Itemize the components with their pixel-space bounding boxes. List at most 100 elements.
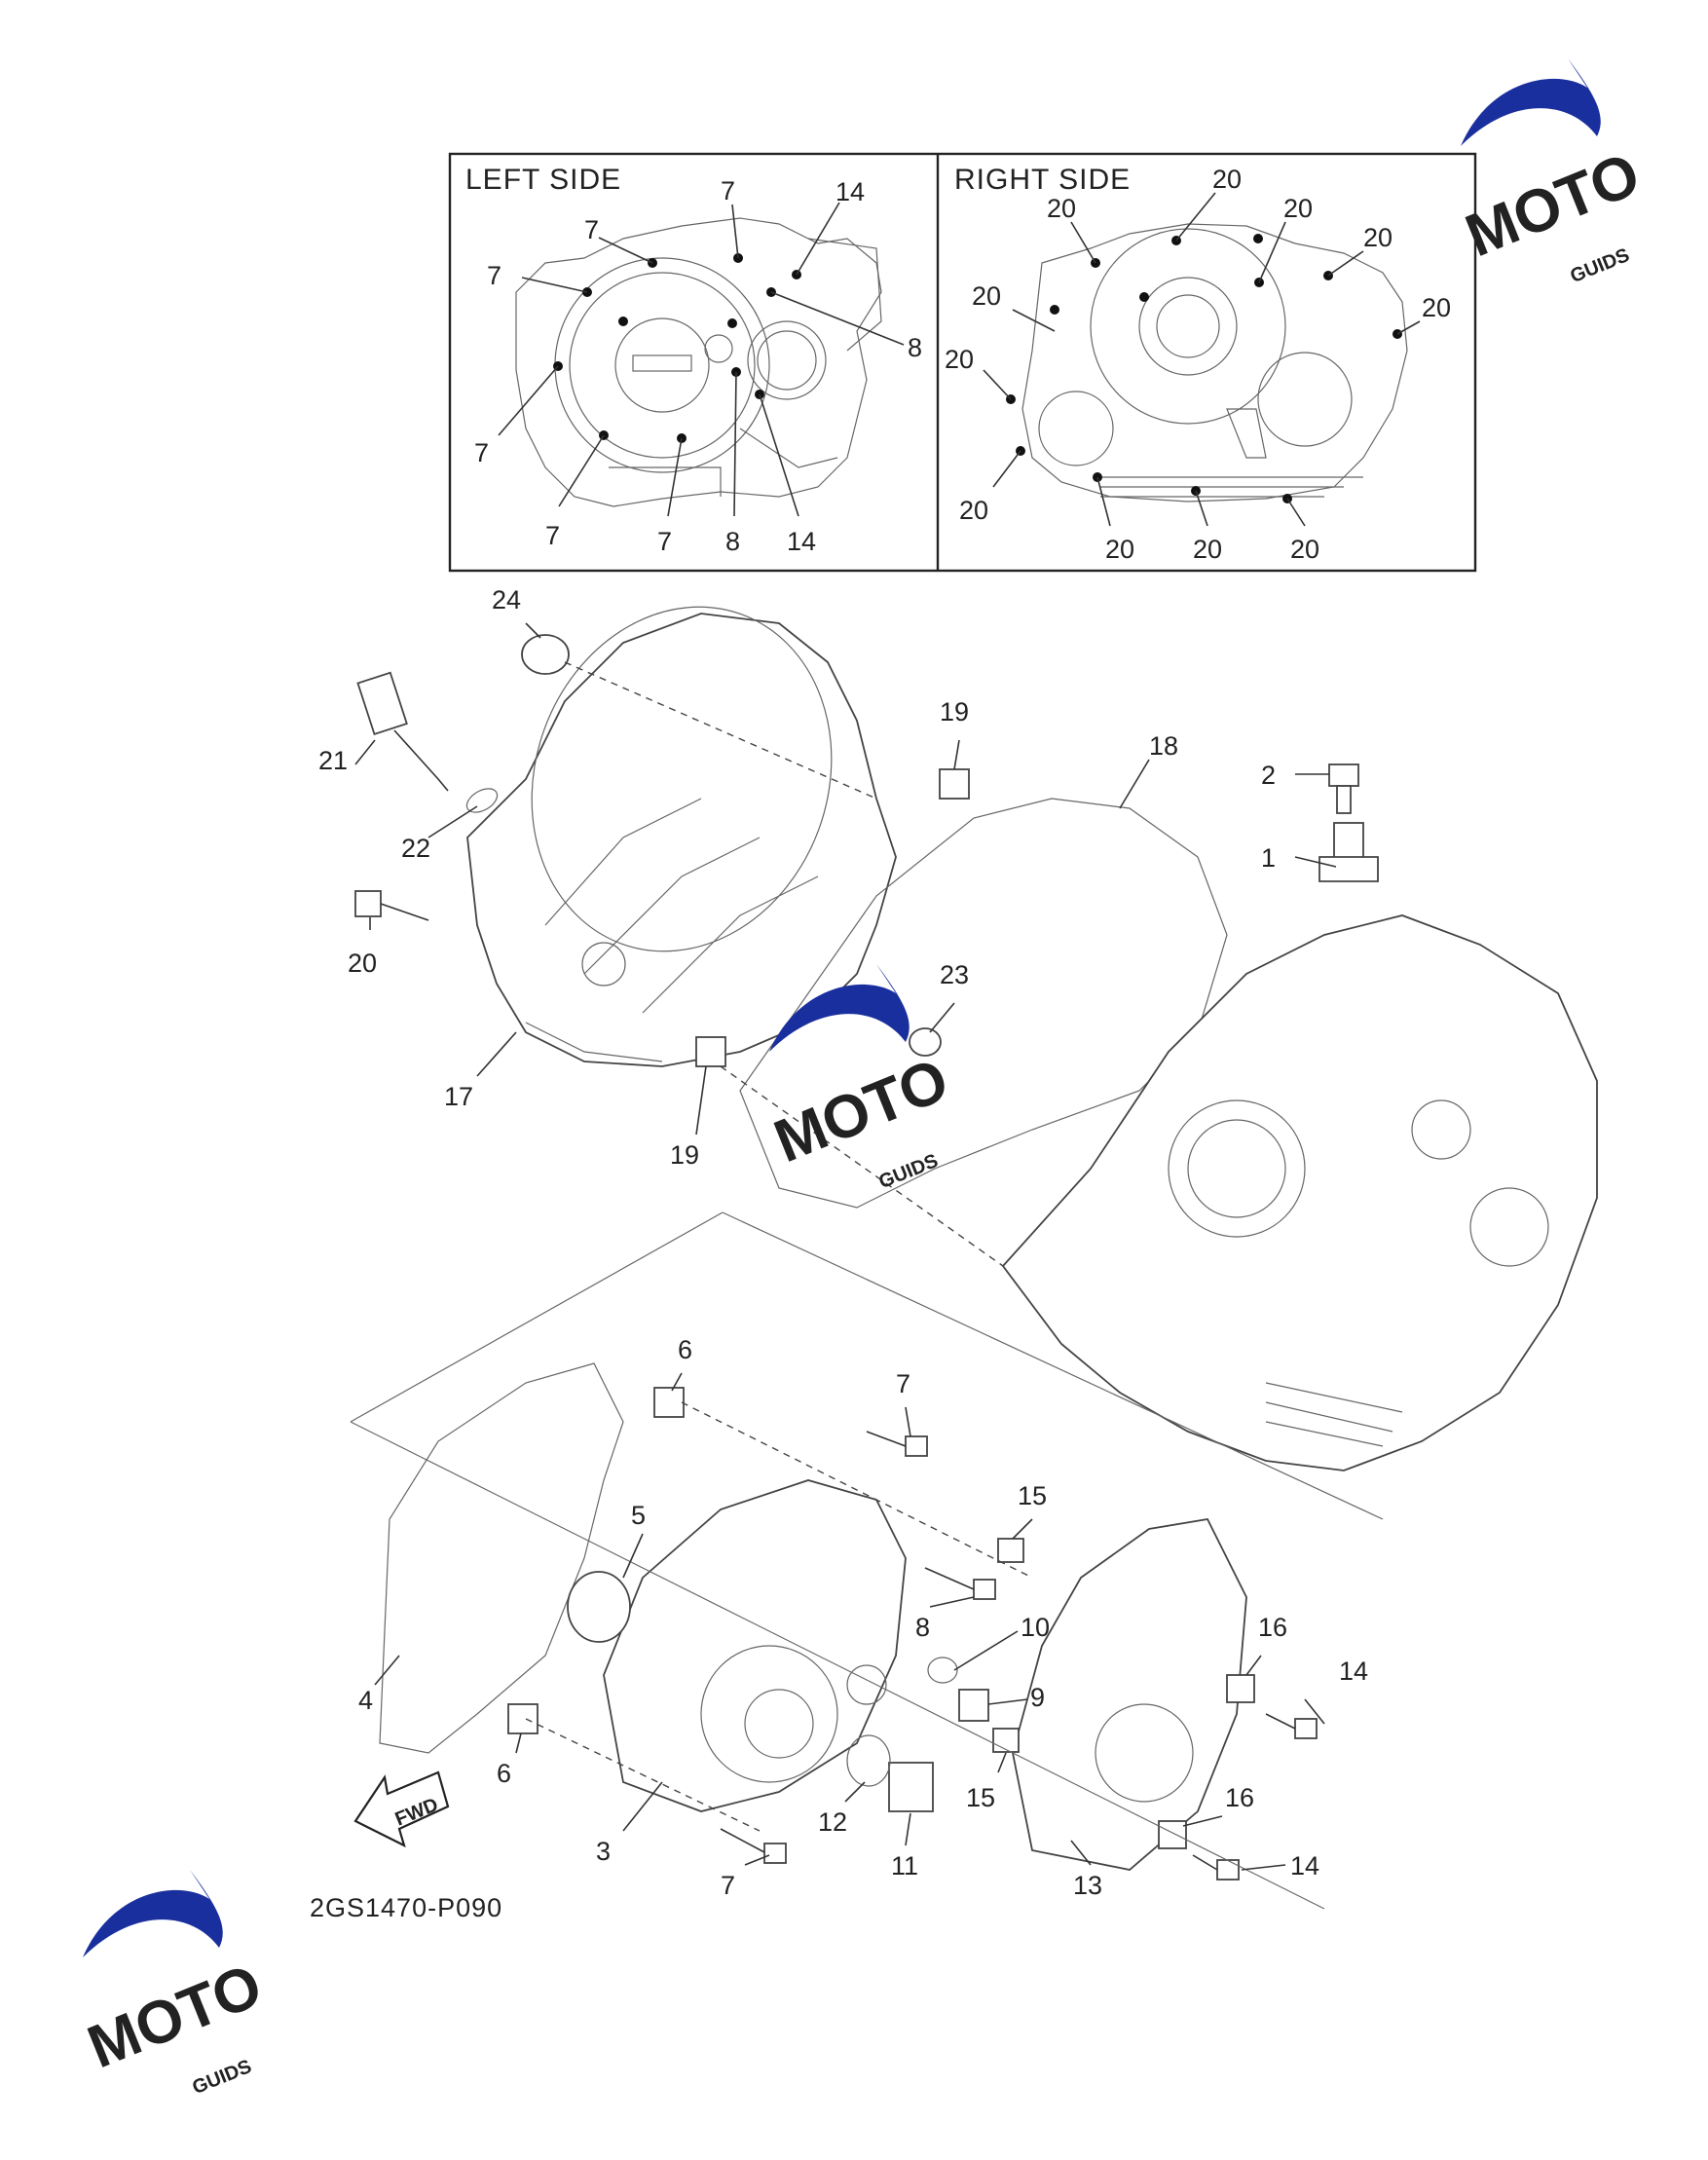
callout-3: 3 xyxy=(596,1837,611,1866)
callout-2: 2 xyxy=(1261,761,1276,790)
gasket-18 xyxy=(739,798,1228,1209)
callout-15: 15 xyxy=(966,1783,995,1812)
callout-19: 19 xyxy=(670,1140,699,1170)
grommet-16-bottom xyxy=(1158,1820,1187,1849)
inset-label-20: 20 xyxy=(1193,535,1222,564)
alignment-lines xyxy=(350,661,1384,1910)
bolt-8 xyxy=(924,1567,996,1600)
seal-24 xyxy=(521,634,570,675)
o-ring-22 xyxy=(465,788,499,813)
grommet-16-top xyxy=(1226,1674,1255,1703)
bolt-14-top xyxy=(1265,1713,1318,1739)
inset-label-7: 7 xyxy=(487,261,501,290)
callout-22: 22 xyxy=(401,834,430,863)
bolt-2 xyxy=(1328,763,1359,814)
callout-4: 4 xyxy=(358,1686,373,1715)
right-cover-outline xyxy=(1021,223,1408,503)
inset-label-20: 20 xyxy=(1212,165,1242,194)
swoosh-icon xyxy=(83,1870,223,1957)
inset-label-8: 8 xyxy=(908,333,922,362)
swoosh-icon xyxy=(1461,58,1601,146)
callout-14: 14 xyxy=(1290,1851,1319,1881)
dowel-19-bottom xyxy=(695,1036,726,1067)
callout-7: 7 xyxy=(896,1369,910,1398)
bolt-14-bottom xyxy=(1192,1854,1240,1881)
clutch-cover-17 xyxy=(466,606,897,1067)
inset-label-7: 7 xyxy=(474,438,489,467)
collar-15-bottom xyxy=(992,1728,1020,1753)
callout-24: 24 xyxy=(492,585,521,614)
inset-label-20: 20 xyxy=(1290,535,1319,564)
callout-13: 13 xyxy=(1073,1871,1102,1900)
watermark-sub: GUIDS xyxy=(1568,244,1633,287)
plug-9 xyxy=(958,1689,989,1722)
inset-label-20: 20 xyxy=(1047,194,1076,223)
inset-label-20: 20 xyxy=(1422,293,1451,322)
inset-label-7: 7 xyxy=(721,176,735,205)
callout-12: 12 xyxy=(818,1807,847,1837)
right-inset-labels: 20 20 20 20 20 20 20 20 20 20 20 20 20 xyxy=(945,165,1451,564)
cover-13 xyxy=(1012,1518,1247,1871)
crankcase xyxy=(1001,914,1598,1471)
collar-15-top xyxy=(997,1538,1024,1563)
dowel-19-top xyxy=(939,768,970,800)
o-ring-12 xyxy=(846,1734,891,1787)
o-ring-10 xyxy=(927,1657,958,1684)
callout-20: 20 xyxy=(348,949,377,978)
inset-label-20: 20 xyxy=(959,496,988,525)
bolt-7-top xyxy=(866,1431,928,1457)
left-cover-outline xyxy=(515,217,882,507)
inset-label-20: 20 xyxy=(1283,194,1313,223)
sensor-1 xyxy=(1318,822,1379,882)
callout-10: 10 xyxy=(1021,1613,1050,1642)
callout-6: 6 xyxy=(497,1759,511,1788)
callout-15: 15 xyxy=(1018,1481,1047,1510)
callout-11: 11 xyxy=(891,1851,918,1881)
diagram-code: 2GS1470-P090 xyxy=(310,1893,502,1922)
callout-17: 17 xyxy=(444,1082,473,1111)
gasket-4 xyxy=(379,1362,624,1754)
callout-leaders xyxy=(354,622,1337,1871)
dowel-6-bottom xyxy=(507,1703,538,1734)
generator-cover-3 xyxy=(603,1479,907,1812)
inset-label-7: 7 xyxy=(545,521,560,550)
bolt-7-bottom xyxy=(720,1828,787,1864)
inset-label-14: 14 xyxy=(835,177,865,206)
inset-label-8: 8 xyxy=(725,527,740,556)
callout-numbers: 1 2 3 4 5 6 6 7 7 8 9 10 11 12 13 14 14 … xyxy=(318,585,1368,1900)
bolt-20 xyxy=(354,890,429,921)
right-side-title: RIGHT SIDE xyxy=(954,164,1131,196)
left-side-title: LEFT SIDE xyxy=(465,164,621,196)
callout-6: 6 xyxy=(678,1335,692,1364)
callout-19: 19 xyxy=(940,697,969,726)
callout-18: 18 xyxy=(1149,731,1178,761)
callout-16: 16 xyxy=(1225,1783,1254,1812)
plug-11 xyxy=(888,1762,934,1812)
left-inset-leaders xyxy=(498,202,905,517)
watermark-sub: GUIDS xyxy=(190,2056,255,2099)
fwd-arrow-icon: FWD xyxy=(353,1770,450,1848)
inset-label-7: 7 xyxy=(657,527,672,556)
callout-5: 5 xyxy=(631,1501,646,1530)
sensor-21 xyxy=(356,671,449,792)
callout-14: 14 xyxy=(1339,1657,1368,1686)
watermark-sub: GUIDS xyxy=(876,1150,942,1193)
plate-5 xyxy=(567,1571,631,1643)
inset-label-20: 20 xyxy=(1363,223,1392,252)
callout-21: 21 xyxy=(318,746,348,775)
inset-label-7: 7 xyxy=(584,215,599,244)
inset-label-20: 20 xyxy=(972,281,1001,311)
watermark-logo-bottom-left: MOTO GUIDS xyxy=(79,1870,271,2099)
callout-16: 16 xyxy=(1258,1613,1287,1642)
callout-8: 8 xyxy=(915,1613,930,1642)
inset-label-20: 20 xyxy=(1105,535,1134,564)
callout-7: 7 xyxy=(721,1871,735,1900)
washer-23 xyxy=(909,1027,942,1057)
inset-label-14: 14 xyxy=(787,527,816,556)
left-inset-labels: 7 7 7 7 7 7 7 7 8 8 14 14 xyxy=(474,176,922,556)
swoosh-icon xyxy=(769,964,910,1052)
callout-9: 9 xyxy=(1030,1683,1045,1712)
inset-panel: LEFT SIDE RIGHT SIDE xyxy=(448,152,1477,573)
